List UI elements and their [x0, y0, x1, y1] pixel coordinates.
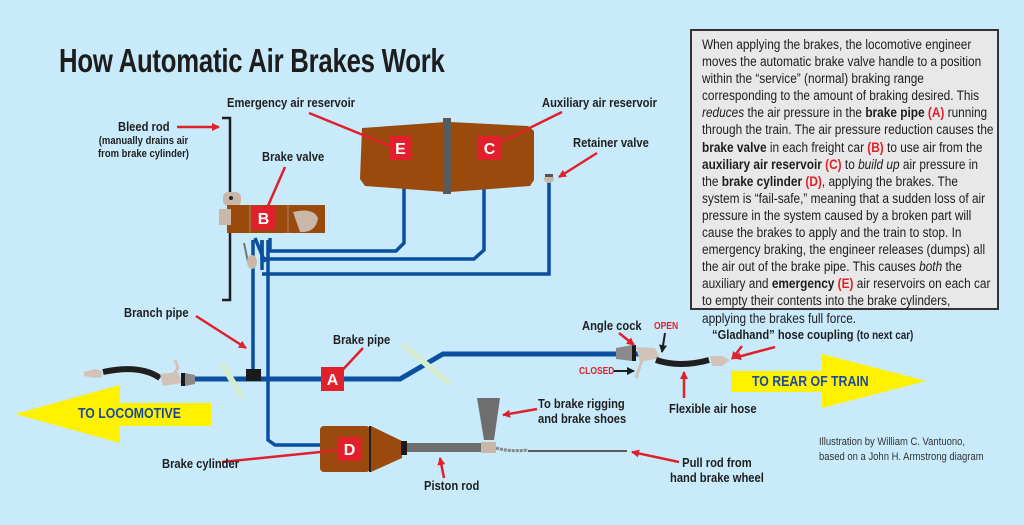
pull-rod-line2: hand brake wheel — [670, 470, 764, 485]
to-brake-rigging-line1: To brake rigging — [538, 396, 625, 411]
to-brake-rigging-line2: and brake shoes — [538, 411, 627, 426]
brake-cylinder-body — [320, 426, 407, 472]
svg-text:E: E — [395, 141, 406, 158]
reservoir-pipes — [253, 180, 551, 276]
air-reservoir-tank — [360, 118, 534, 194]
page-title: How Automatic Air Brakes Work — [59, 42, 445, 79]
lever-clevis — [481, 442, 496, 453]
label-bleed-rod: Bleed rod — [118, 119, 170, 134]
to-locomotive-arrow — [15, 385, 211, 443]
svg-text:B: B — [258, 211, 270, 228]
left-hose-assembly — [84, 359, 195, 386]
brake-valve-body — [219, 192, 325, 269]
brake-pipe — [192, 351, 645, 382]
brake-lever — [477, 398, 500, 440]
to-rear-arrow — [731, 354, 926, 408]
badge-c: C — [478, 136, 501, 160]
hand-brake-chain — [495, 446, 529, 453]
label-brake-valve: Brake valve — [262, 149, 325, 164]
bleed-rod-note-line2: from brake cylinder) — [98, 148, 189, 160]
label-retainer-valve: Retainer valve — [573, 135, 649, 150]
label-angle-cock: Angle cock — [582, 318, 642, 333]
gladhand-text: “Gladhand” hose coupling — [712, 327, 854, 342]
credit-line2: based on a John H. Armstrong diagram — [819, 451, 984, 463]
badge-d: D — [338, 437, 361, 461]
label-piston-rod: Piston rod — [424, 478, 480, 493]
badge-e: E — [389, 136, 412, 160]
label-to-brake-rigging: To brake rigging and brake shoes — [538, 396, 626, 426]
svg-text:D: D — [344, 442, 356, 459]
label-emergency-air-reservoir: Emergency air reservoir — [227, 95, 356, 110]
branch-pipes — [251, 240, 322, 447]
angle-cock — [616, 345, 730, 379]
to-rear-label: TO REAR OF TRAIN — [752, 373, 869, 390]
label-brake-pipe: Brake pipe — [333, 332, 391, 347]
label-auxiliary-air-reservoir: Auxiliary air reservoir — [542, 95, 657, 110]
to-locomotive-label: TO LOCOMOTIVE — [78, 405, 181, 422]
label-open: OPEN — [654, 321, 679, 332]
open-closed-pointers — [614, 332, 668, 375]
bleed-rod-note-line1: (manually drains air — [98, 135, 189, 147]
label-gladhand: “Gladhand” hose coupling (to next car) — [712, 327, 913, 342]
label-pull-rod: Pull rod from hand brake wheel — [670, 455, 764, 485]
svg-text:C: C — [484, 141, 496, 158]
retainer-valve — [544, 174, 554, 183]
brake-pipe-tee — [246, 369, 261, 381]
label-closed: CLOSED — [579, 366, 615, 377]
break-marker-right — [400, 341, 452, 387]
svg-text:A: A — [327, 372, 339, 389]
break-marker-left — [219, 362, 245, 399]
pull-rod-line1: Pull rod from — [682, 455, 752, 470]
label-branch-pipe: Branch pipe — [124, 305, 189, 320]
gladhand-note: (to next car) — [856, 330, 914, 342]
piston-rod — [407, 443, 482, 452]
badge-b: B — [252, 206, 275, 230]
badge-a: A — [321, 367, 344, 391]
explanation-box: When applying the brakes, the locomotive… — [690, 29, 999, 327]
label-bleed-rod-note: (manually drains air from brake cylinder… — [98, 135, 189, 161]
illustration-credit: Illustration by William C. Vantuono, bas… — [819, 435, 984, 465]
explanation-text: When applying the brakes, the locomotive… — [702, 37, 994, 327]
label-brake-cylinder: Brake cylinder — [162, 456, 240, 471]
label-flexible-air-hose: Flexible air hose — [669, 401, 757, 416]
credit-line1: Illustration by William C. Vantuono, — [819, 436, 965, 448]
